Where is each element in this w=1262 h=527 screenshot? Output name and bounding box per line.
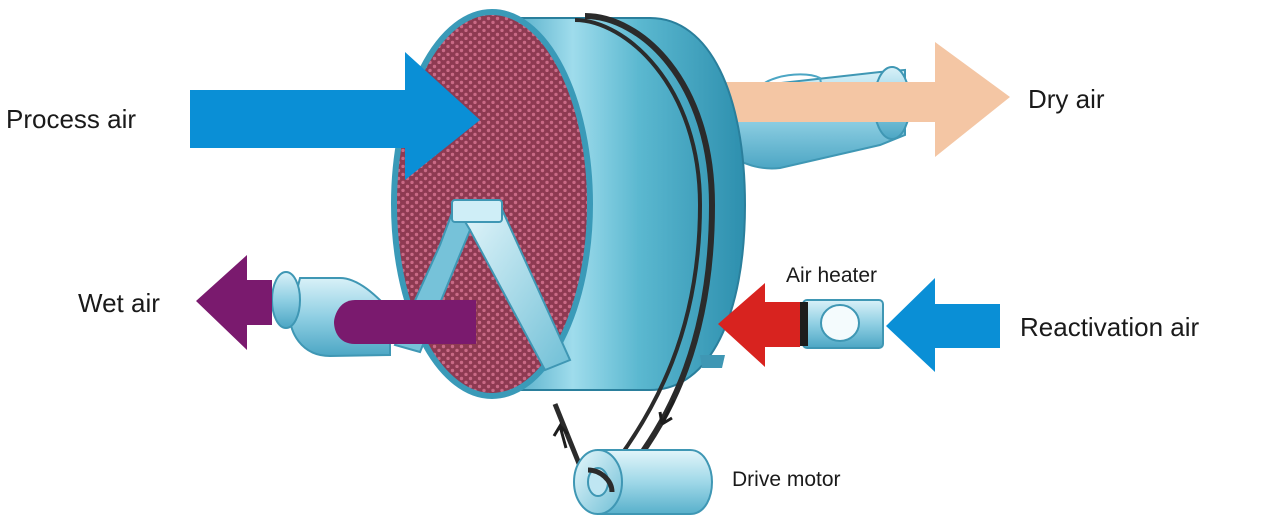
air-heater bbox=[800, 299, 884, 349]
wet-air-pipe bbox=[334, 300, 476, 344]
rotation-arrow-down-icon bbox=[658, 399, 676, 426]
heated-air-arrow bbox=[718, 283, 800, 367]
drive-motor-label: Drive motor bbox=[732, 468, 841, 491]
rotation-arrow-up-icon bbox=[552, 422, 570, 449]
air-heater-label: Air heater bbox=[786, 264, 878, 287]
desiccant-wheel bbox=[391, 9, 747, 493]
wet-air-arrow bbox=[196, 255, 272, 350]
process-air-arrow bbox=[190, 52, 480, 180]
drive-motor bbox=[573, 449, 714, 515]
wet-air-label: Wet air bbox=[78, 288, 160, 318]
reactivation-air-arrow bbox=[886, 278, 1000, 372]
dry-air-arrow bbox=[712, 42, 1010, 157]
wheel-foot bbox=[700, 355, 725, 368]
reactivation-air-label: Reactivation air bbox=[1020, 312, 1200, 342]
dry-air-label: Dry air bbox=[1028, 84, 1105, 114]
process-air-label: Process air bbox=[6, 104, 137, 134]
